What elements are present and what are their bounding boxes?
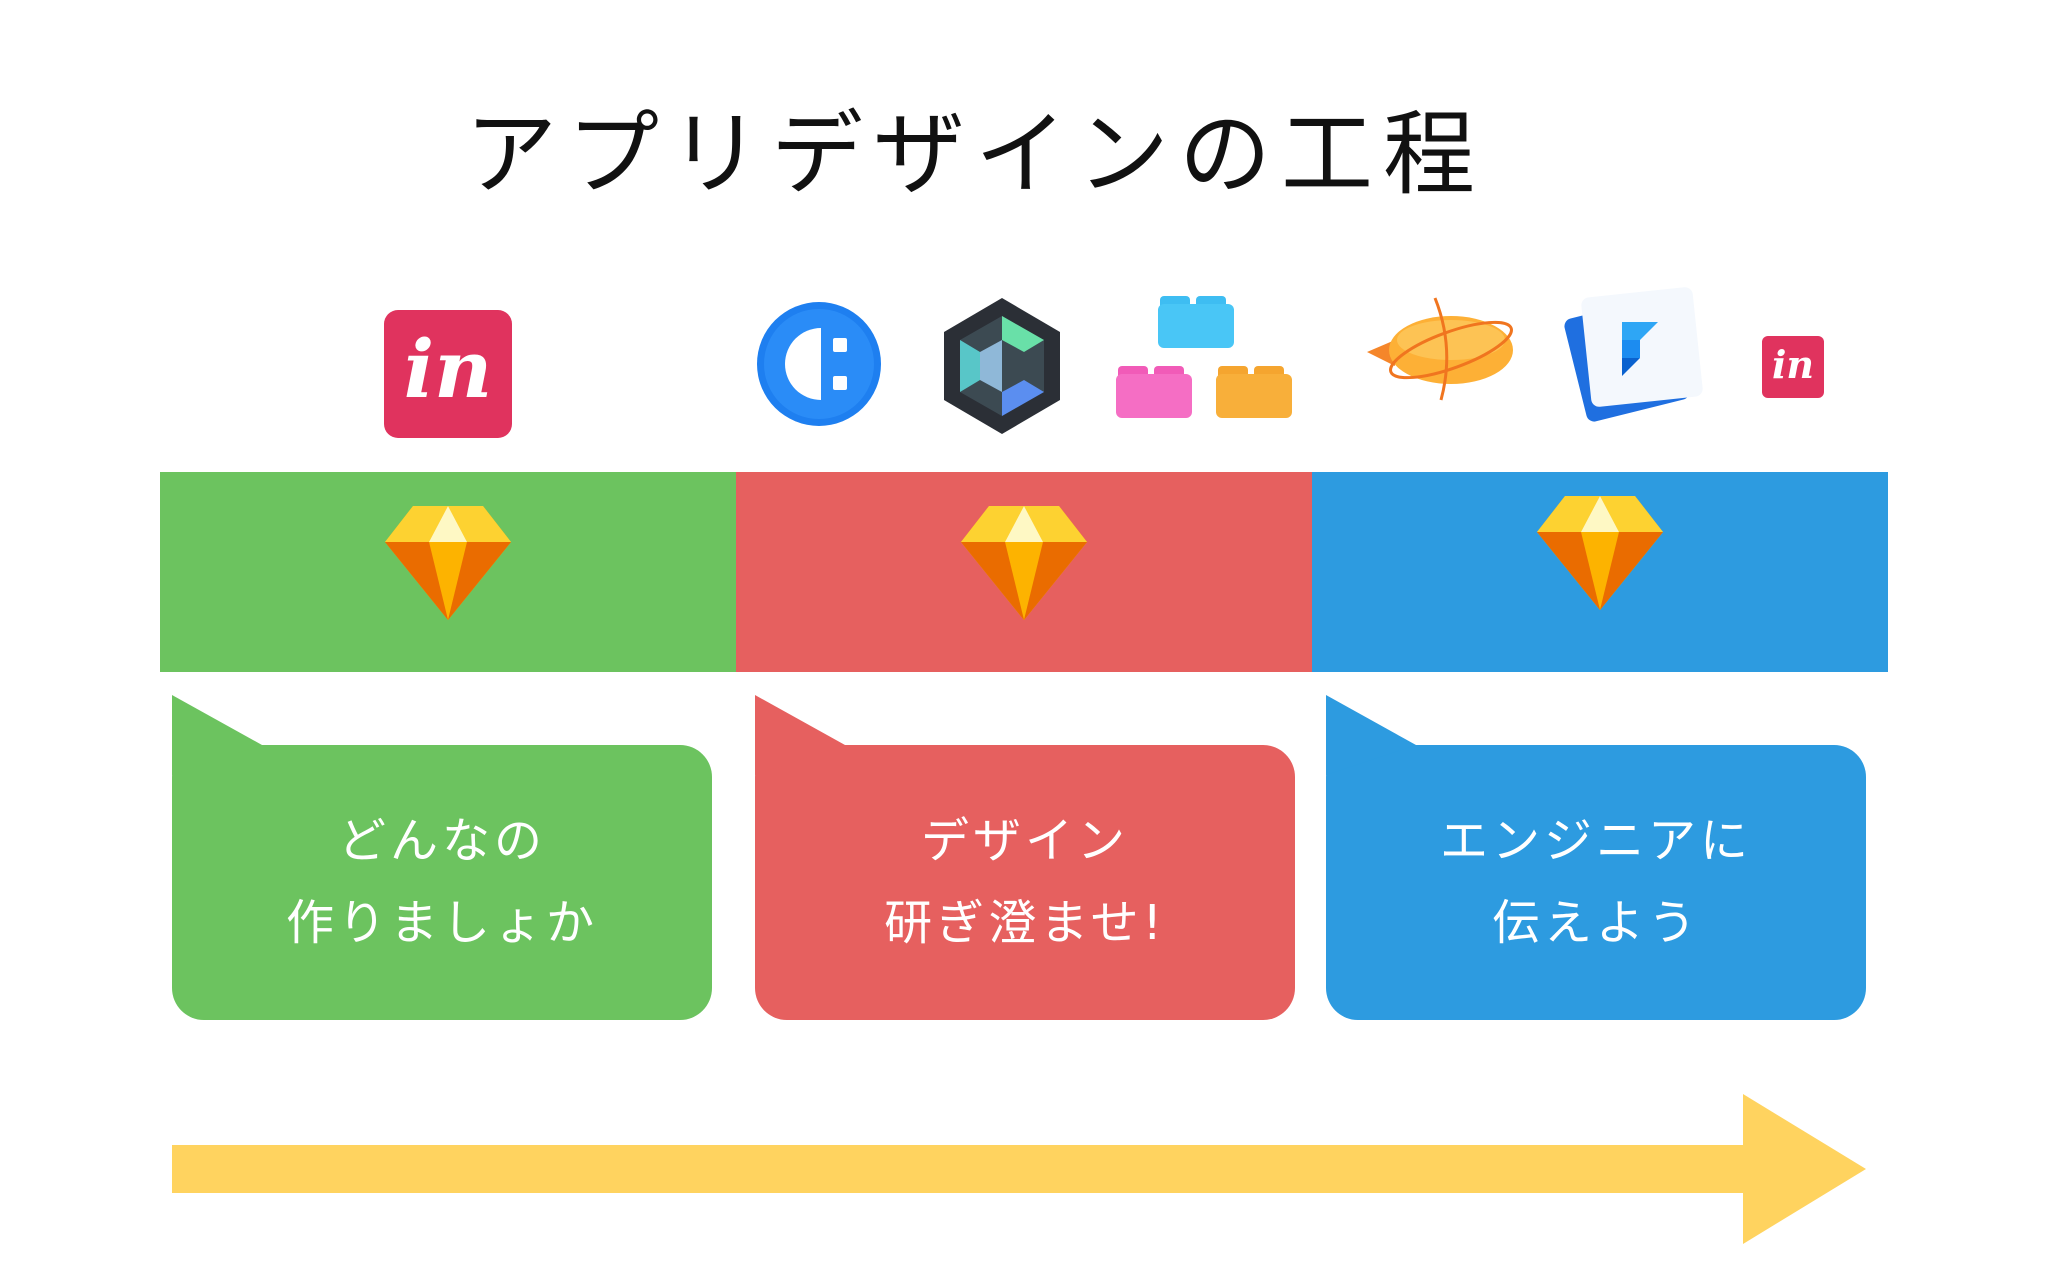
page-title: アプリデザインの工程 xyxy=(464,101,1485,208)
phase-handoff-line2: 伝えよう xyxy=(1491,895,1700,951)
cinema-c-icon xyxy=(940,296,1064,436)
invision-logo-text: in xyxy=(403,322,493,416)
sketch-icon xyxy=(961,506,1087,620)
phase-design-line1: デザイン xyxy=(920,813,1129,869)
phase-band-handoff xyxy=(1312,472,1888,672)
sketch-icon xyxy=(385,506,511,620)
invision-small-logo-text: in xyxy=(1771,342,1815,387)
phase-plan-line2: 作りましょか xyxy=(285,895,598,951)
invision-small-icon: in xyxy=(1762,336,1824,398)
sketch-icon xyxy=(1537,496,1663,610)
phase-bubble-plan: どんなの 作りましょか xyxy=(172,695,712,1020)
phase-band-plan xyxy=(160,472,736,672)
invision-icon: in xyxy=(384,310,512,438)
phase-band-design xyxy=(736,472,1312,672)
craft-icon xyxy=(755,300,883,428)
framer-icon xyxy=(1560,282,1708,422)
phase-design-line2: 研ぎ澄ませ! xyxy=(884,895,1166,951)
phase-handoff-line1: エンジニアに xyxy=(1439,813,1752,869)
zeplin-icon xyxy=(1365,292,1515,402)
phase-plan-line1: どんなの xyxy=(337,813,546,869)
timeline-arrow xyxy=(172,1094,1866,1244)
phase-bubble-design: デザイン 研ぎ澄ませ! xyxy=(755,695,1295,1020)
phase-bubble-handoff: エンジニアに 伝えよう xyxy=(1326,695,1866,1020)
lego-blocks-icon xyxy=(1112,288,1296,422)
